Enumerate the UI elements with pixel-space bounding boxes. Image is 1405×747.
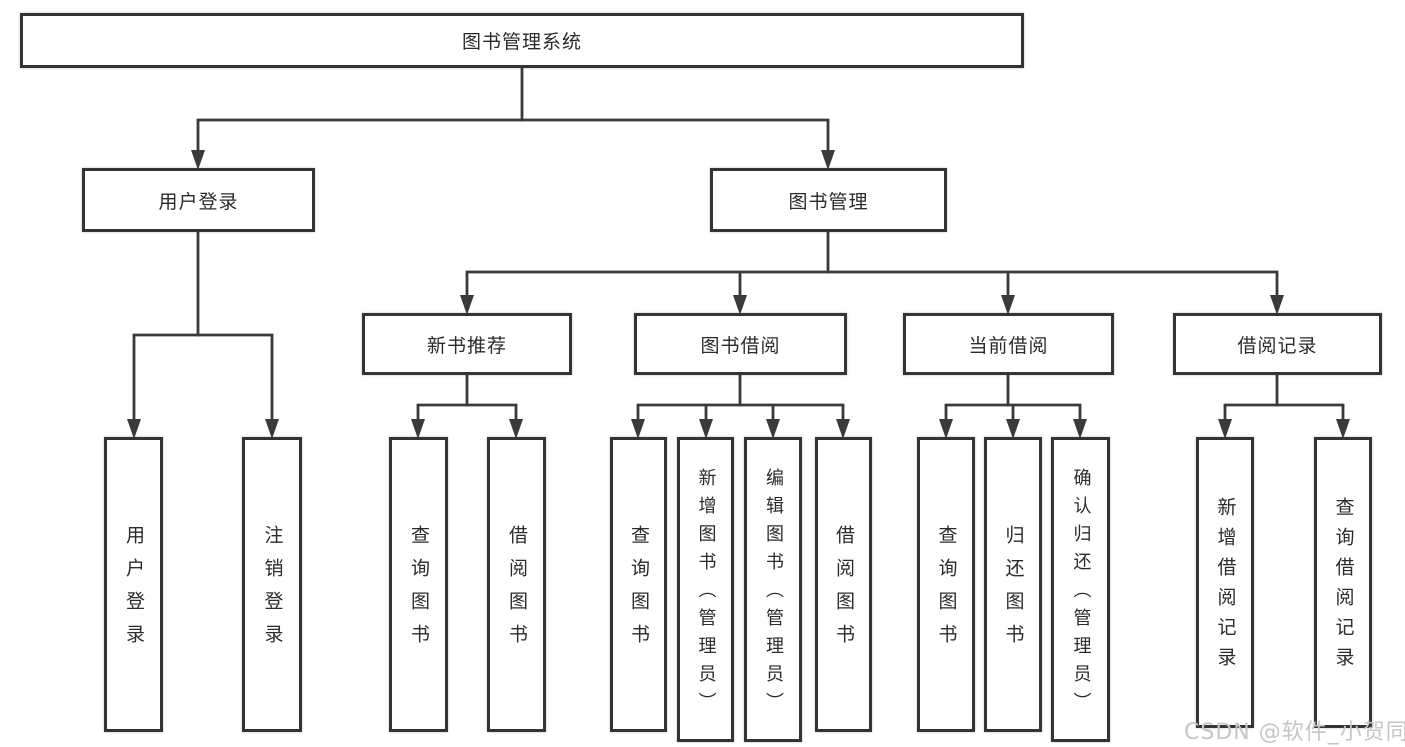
connector-user-login-to-leaves [127, 232, 279, 439]
node-root-system: 图书管理系统 [20, 13, 1024, 68]
leaf-borrow-books-recommend-label: 借阅图书 [506, 524, 528, 657]
leaf-query-books-current: 查询图书 [917, 437, 975, 732]
connector-book-management-to-level3 [460, 232, 1284, 315]
leaf-edit-books-admin: 编辑图书（管理员） [744, 437, 802, 742]
node-book-borrowing: 图书借阅 [634, 313, 847, 375]
connector-borrowing-records-to-leaves [1218, 375, 1350, 439]
leaf-return-books: 归还图书 [984, 437, 1042, 732]
node-book-borrowing-label: 图书借阅 [700, 334, 781, 357]
leaf-query-books-borrowing: 查询图书 [610, 437, 667, 732]
connector-new-book-recommend-to-leaves [411, 375, 523, 439]
leaf-add-borrow-record: 新增借阅记录 [1196, 437, 1254, 728]
leaf-confirm-return-admin-label: 确认归还（管理员） [1070, 467, 1092, 720]
node-book-management: 图书管理 [710, 168, 947, 232]
leaf-user-login-label: 用户登录 [123, 524, 145, 657]
leaf-add-books-admin-label: 新增图书（管理员） [695, 467, 717, 720]
node-current-borrowing: 当前借阅 [903, 313, 1114, 375]
node-user-login: 用户登录 [82, 168, 315, 232]
connector-root-to-level2 [191, 68, 835, 170]
leaf-edit-books-admin-label: 编辑图书（管理员） [763, 467, 784, 720]
leaf-query-books-recommend: 查询图书 [389, 437, 448, 732]
connector-book-borrowing-to-leaves [631, 375, 850, 439]
node-borrowing-records-label: 借阅记录 [1237, 334, 1318, 357]
node-new-book-recommend-label: 新书推荐 [426, 334, 507, 357]
watermark: CSDN @软件_小贺同学 [1184, 720, 1405, 745]
leaf-borrow-books-borrowing: 借阅图书 [815, 437, 872, 732]
leaf-query-books-recommend-label: 查询图书 [408, 524, 430, 657]
leaf-borrow-books-recommend: 借阅图书 [487, 437, 546, 732]
leaf-add-books-admin: 新增图书（管理员） [677, 437, 734, 742]
leaf-confirm-return-admin: 确认归还（管理员） [1051, 437, 1110, 742]
node-root-system-label: 图书管理系统 [461, 31, 582, 53]
connector-current-borrowing-to-leaves [939, 375, 1087, 439]
leaf-query-borrow-record: 查询借阅记录 [1314, 437, 1372, 728]
node-new-book-recommend: 新书推荐 [362, 313, 572, 375]
leaf-logout-label: 注销登录 [261, 524, 284, 657]
leaf-query-books-current-label: 查询图书 [935, 524, 958, 657]
node-current-borrowing-label: 当前借阅 [968, 334, 1049, 357]
leaf-user-login: 用户登录 [104, 437, 163, 732]
leaf-borrow-books-borrowing-label: 借阅图书 [833, 524, 855, 657]
leaf-logout: 注销登录 [242, 437, 302, 732]
node-user-login-label: 用户登录 [158, 190, 239, 213]
leaf-return-books-label: 归还图书 [1002, 524, 1025, 657]
node-borrowing-records: 借阅记录 [1173, 313, 1382, 375]
leaf-add-borrow-record-label: 新增借阅记录 [1214, 497, 1237, 677]
leaf-query-books-borrowing-label: 查询图书 [628, 524, 650, 657]
node-book-management-label: 图书管理 [788, 190, 869, 213]
leaf-query-borrow-record-label: 查询借阅记录 [1332, 497, 1355, 677]
